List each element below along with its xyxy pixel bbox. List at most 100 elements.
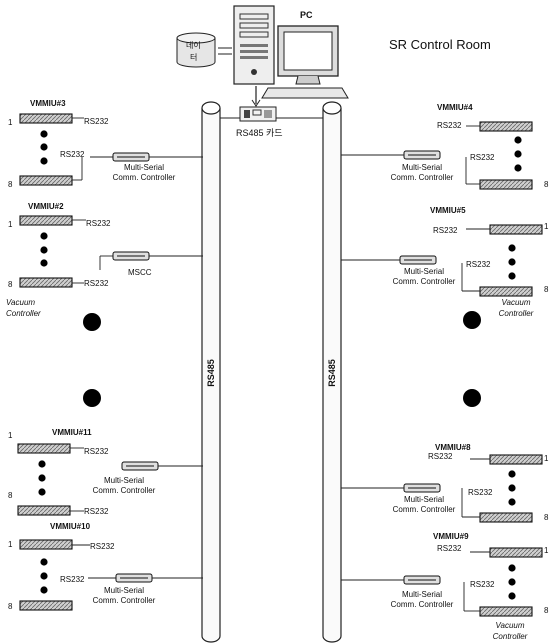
chain-dot-2-2 [40,259,48,267]
idx-11-last: 8 [8,491,13,500]
rs232-4-mid: RS232 [470,153,495,162]
chain-dot-4-1 [514,150,522,158]
idx-3-first: 1 [8,118,13,127]
chain-dot-10-0 [40,558,48,566]
chain-dot-10-1 [40,572,48,580]
chain-dot-3-1 [40,143,48,151]
rs232-3-top: RS232 [84,117,109,126]
pc-tower-icon [233,5,275,85]
rs485-bus-left [201,101,221,643]
chain-dot-9-0 [508,564,516,572]
unit-title-10: VMMIU#10 [50,522,91,531]
dot-right-upper [463,311,481,329]
rs232-2-bottom: RS232 [84,279,109,288]
unit-title-3: VMMIU#3 [30,99,66,108]
rs232-3-mid: RS232 [60,150,85,159]
chain-dot-8-0 [508,470,516,478]
idx-5-last: 8 [544,285,549,294]
rs232-5-top: RS232 [433,226,458,235]
chain-dot-5-1 [508,258,516,266]
rs232-11-top: RS232 [84,447,109,456]
device-9-first [489,547,543,558]
mscc-2-caption: MSCC [128,268,152,277]
database-icon [176,32,216,68]
pc-label: PC [300,10,313,20]
idx-2-last: 8 [8,280,13,289]
device-2-first [19,215,73,226]
dot-right-lower [463,389,481,407]
chain-dot-11-1 [38,474,46,482]
unit-title-8: VMMIU#8 [435,443,471,452]
idx-10-last: 8 [8,602,13,611]
rs232-8-mid: RS232 [468,488,493,497]
idx-2-first: 1 [8,220,13,229]
unit-title-11: VMMIU#11 [52,428,92,437]
chain-dot-4-2 [514,164,522,172]
chain-dot-8-2 [508,498,516,506]
device-4-first [479,121,533,132]
device-10-first [19,539,73,550]
rs485-card-label: RS485 카드 [236,128,283,138]
chain-dot-5-0 [508,244,516,252]
device-8-first [489,454,543,465]
unit-title-9: VMMIU#9 [433,532,469,541]
chain-dot-5-2 [508,272,516,280]
idx-8-last: 8 [544,513,549,522]
device-3-first [19,113,73,124]
dot-left-lower [83,389,101,407]
db-label-2: 터 [190,53,198,62]
chain-dot-11-2 [38,488,46,496]
chain-dot-11-0 [38,460,46,468]
chain-dot-2-0 [40,232,48,240]
rs485-bus-right [322,101,342,643]
room-label: SR Control Room [389,37,491,52]
rs232-4-top: RS232 [437,121,462,130]
device-5-first [489,224,543,235]
rs485-card-icon [239,106,277,122]
chain-dot-8-1 [508,484,516,492]
bus-label-right: RS485 [326,359,337,387]
idx-11-first: 1 [8,431,13,440]
idx-4-last: 8 [544,180,549,189]
chain-dot-3-0 [40,130,48,138]
device-11-first [17,443,71,454]
unit-title-5: VMMIU#5 [430,206,466,215]
unit-title-2: VMMIU#2 [28,202,64,211]
chain-dot-9-1 [508,578,516,586]
rs232-9-top: RS232 [437,544,462,553]
device-8-last [479,512,533,523]
idx-9-last: 8 [544,606,549,615]
device-4-last [479,179,533,190]
db-label-1: 데이 [186,41,201,50]
rs232-10-top: RS232 [90,542,115,551]
idx-9-first: 1 [544,546,549,555]
idx-5-first: 1 [544,222,549,231]
device-2-last [19,277,73,288]
idx-3-last: 8 [8,180,13,189]
arrow-down-icon [251,99,261,107]
device-3-last [19,175,73,186]
chain-dot-10-2 [40,586,48,594]
rs232-11-bottom: RS232 [84,507,109,516]
rs232-2-top: RS232 [86,219,111,228]
db-link-line [218,47,232,55]
idx-10-first: 1 [8,540,13,549]
bus-label-left: RS485 [205,359,216,387]
chain-dot-2-1 [40,246,48,254]
unit-title-4: VMMIU#4 [437,103,473,112]
monitor-icon [277,25,339,85]
chain-dot-9-2 [508,592,516,600]
rs232-8-top: RS232 [428,452,453,461]
device-5-last [479,286,533,297]
